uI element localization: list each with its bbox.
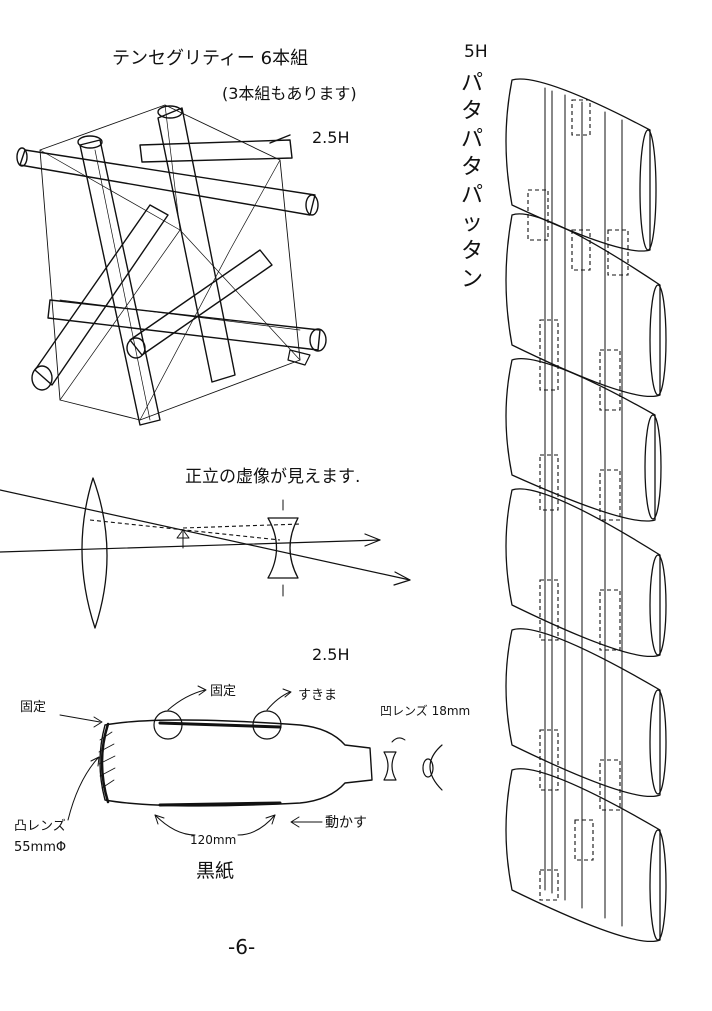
pata-char: パ [460,71,483,96]
scope-difficulty: 2.5H [312,645,350,664]
label-length: 120mm [190,833,237,847]
pata-char: ッ [460,211,483,236]
tensegrity-difficulty: 2.5H [312,128,350,147]
page-number: -6- [228,935,256,959]
pata-char: タ [460,239,483,264]
label-eyepiece: 凹レンズ 18mm [380,704,471,718]
pata-char: パ [460,183,483,208]
pata-difficulty: 5H [464,42,488,62]
patapata-drawing [505,78,667,943]
label-fixed-left: 固定 [20,700,47,715]
pata-char: タ [460,99,483,124]
pata-vertical-text: パ タ パ タ パ ッ タ ン [452,70,492,294]
virtual-image-diagram [0,477,411,629]
label-objective: 凸レンズ [14,819,66,834]
virtual-image-caption: 正立の虚像が見えます. [185,467,361,487]
bottle-telescope-drawing [59,685,443,836]
label-objective-size: 55mmΦ [14,840,67,855]
label-black-paper: 黒紙 [196,860,235,882]
pata-char: パ [460,127,483,152]
pata-char: タ [460,155,483,180]
tensegrity-title: テンセグリティー 6本組 [112,48,309,69]
tensegrity-subtitle: (3本組もあります) [222,84,357,103]
label-gap: すきま [298,688,338,703]
label-move: 動かす [325,815,367,831]
tensegrity-drawing [16,104,327,426]
pata-char: ン [460,267,483,292]
label-fixed-top: 固定 [210,684,237,699]
